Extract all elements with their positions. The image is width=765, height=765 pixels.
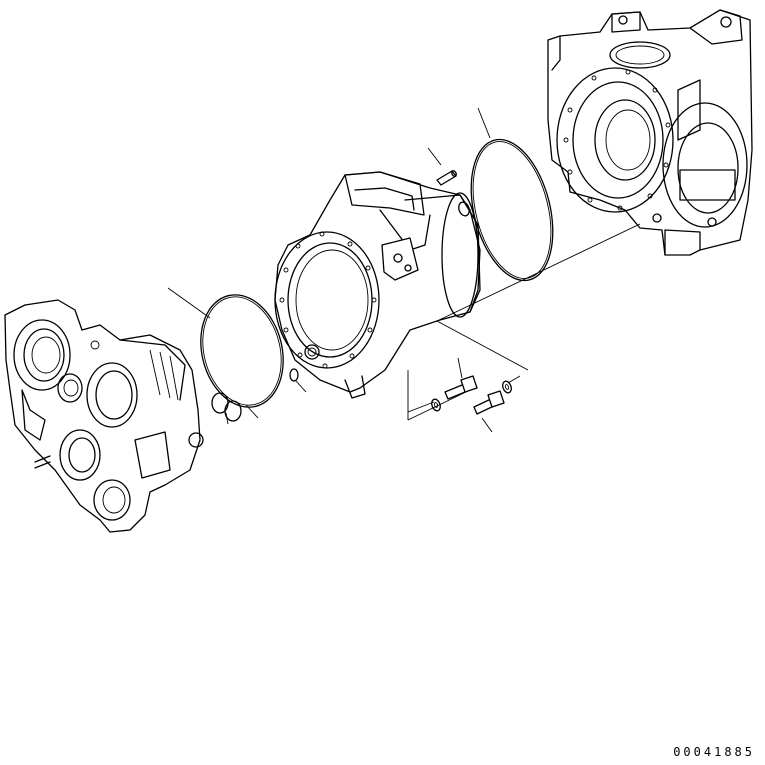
main-housing	[547, 9, 753, 256]
washer-b	[502, 380, 512, 394]
front-cover-housing	[4, 299, 204, 533]
o-ring-large-left	[200, 294, 284, 408]
dowel-pin	[436, 170, 457, 186]
bolt-a	[444, 375, 478, 400]
o-ring-small-center	[289, 368, 299, 382]
leader-lines	[167, 107, 641, 433]
drawing-number: 00041885	[673, 745, 755, 759]
washer-a	[431, 398, 441, 412]
bolt-b	[473, 390, 505, 415]
o-ring-small-left	[211, 392, 242, 422]
transmission-case	[274, 171, 481, 399]
